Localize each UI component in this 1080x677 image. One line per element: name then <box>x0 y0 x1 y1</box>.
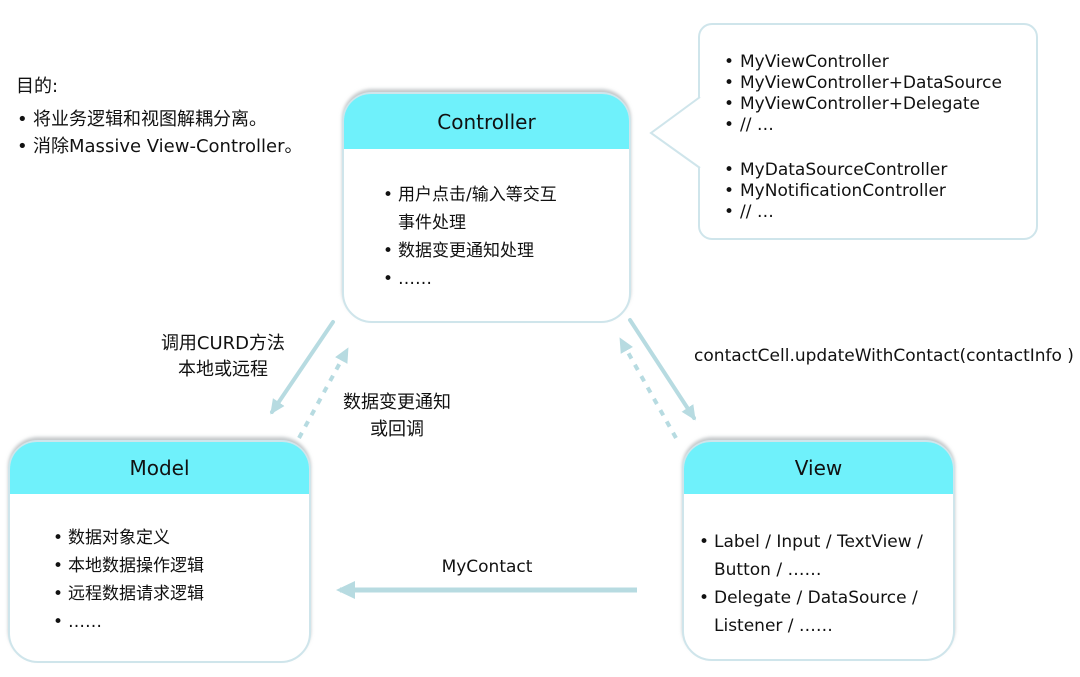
label-line: 调用CURD方法 <box>160 333 286 354</box>
purpose-item: 消除Massive View-Controller。 <box>16 133 346 160</box>
label-line: 或回调 <box>370 419 424 440</box>
label-line: 本地或远程 <box>178 359 268 380</box>
arrow-controller-to-view <box>628 318 696 421</box>
callout-group-1: MyViewController MyViewController+DataSo… <box>722 52 1026 136</box>
list-item: 用户点击/输入等交互事件处理 <box>382 181 568 237</box>
controller-box: Controller 用户点击/输入等交互事件处理 数据变更通知处理 …… <box>342 92 631 323</box>
model-box-list: 数据对象定义 本地数据操作逻辑 远程数据请求逻辑 …… <box>52 524 272 636</box>
list-item: MyViewController+DataSource <box>722 73 1026 94</box>
label-controller-to-view: contactCell.updateWithContact(contactInf… <box>688 345 1080 367</box>
list-item: // … <box>722 202 1026 223</box>
view-box-header: View <box>684 442 953 498</box>
list-item: …… <box>52 608 272 636</box>
label-view-to-model: MyContact <box>418 556 556 578</box>
label-line: contactCell.updateWithContact(contactInf… <box>694 346 1074 366</box>
list-item: Label / Input / TextView / Button / …… <box>698 528 940 584</box>
controller-classes-callout: MyViewController MyViewController+DataSo… <box>698 23 1038 240</box>
view-box-title: View <box>794 456 843 480</box>
arrow-view-to-controller <box>619 337 678 439</box>
purpose-list: 将业务逻辑和视图解耦分离。 消除Massive View-Controller。 <box>16 106 346 160</box>
callout-group-2: MyDataSourceController MyNotificationCon… <box>722 160 1026 223</box>
list-item: 数据变更通知处理 <box>382 237 568 265</box>
list-item: 本地数据操作逻辑 <box>52 552 272 580</box>
controller-box-title: Controller <box>437 109 536 134</box>
callout-tail <box>649 96 701 169</box>
controller-box-list: 用户点击/输入等交互事件处理 数据变更通知处理 …… <box>382 181 568 293</box>
list-item: Delegate / DataSource / Listener / …… <box>698 584 940 640</box>
list-item: // … <box>722 115 1026 136</box>
model-box-title: Model <box>129 456 190 480</box>
list-item: …… <box>382 265 568 293</box>
model-box: Model 数据对象定义 本地数据操作逻辑 远程数据请求逻辑 …… <box>8 440 311 663</box>
label-line: 数据变更通知 <box>343 392 451 413</box>
list-item: MyViewController <box>722 52 1026 73</box>
list-item: MyNotificationController <box>722 181 1026 202</box>
view-box-list: Label / Input / TextView / Button / …… D… <box>698 528 940 640</box>
label-model-to-controller: 数据变更通知 或回调 <box>316 389 478 443</box>
list-item: MyViewController+Delegate <box>722 94 1026 115</box>
list-item: MyDataSourceController <box>722 160 1026 181</box>
label-line: MyContact <box>441 557 533 577</box>
list-item: 远程数据请求逻辑 <box>52 580 272 608</box>
purpose-note: 目的: 将业务逻辑和视图解耦分离。 消除Massive View-Control… <box>16 74 346 160</box>
purpose-item: 将业务逻辑和视图解耦分离。 <box>16 106 346 133</box>
model-box-header: Model <box>10 442 309 498</box>
list-item: 数据对象定义 <box>52 524 272 552</box>
label-controller-to-model: 调用CURD方法 本地或远程 <box>125 331 321 383</box>
purpose-heading: 目的: <box>16 76 59 97</box>
controller-box-header: Controller <box>344 94 629 153</box>
view-box: View Label / Input / TextView / Button /… <box>682 440 955 661</box>
